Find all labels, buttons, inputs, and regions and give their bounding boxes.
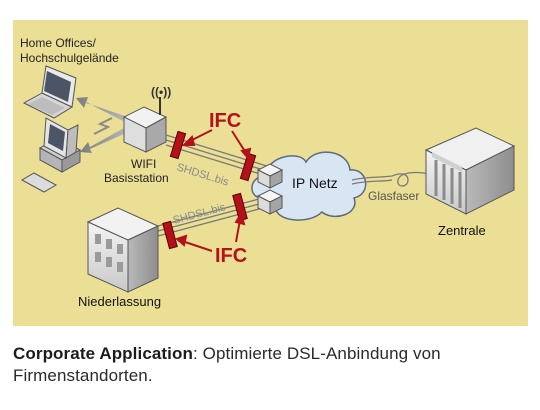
wifi-base-station <box>122 97 168 153</box>
shdsl-link-bottom <box>157 195 271 237</box>
figure-caption: Corporate Application: Optimierte DSL-An… <box>13 343 528 387</box>
wifi-label: WIFI <box>131 157 156 171</box>
niederlassung-label: Niederlassung <box>78 294 161 309</box>
dsl-modem-top <box>256 163 284 189</box>
headquarters-building <box>424 127 516 215</box>
wireless-arrows <box>76 97 126 153</box>
ip-netz-label: IP Netz <box>292 175 338 191</box>
caption-text: : Optimierte DSL-Anbindung von Firmensta… <box>13 344 441 385</box>
caption-title: Corporate Application <box>13 344 193 363</box>
antenna-signal-icon: ((•)) <box>151 85 171 99</box>
zentrale-label: Zentrale <box>438 223 486 238</box>
ifc-label-bottom: IFC <box>215 245 247 267</box>
home-offices-label: Home Offices/ <box>20 36 96 50</box>
basisstation-label: Basisstation <box>104 171 169 185</box>
ifc-device-top-right <box>239 152 257 182</box>
ifc-arrows-bottom <box>175 211 246 252</box>
glasfaser-label: Glasfaser <box>368 189 419 203</box>
branch-building <box>86 207 160 293</box>
laptop-icon <box>22 65 77 119</box>
ifc-device-top-left <box>169 130 187 160</box>
ifc-arrows-top <box>181 129 252 161</box>
ifc-device-bottom-left <box>162 220 178 250</box>
desktop-pc-icon <box>20 117 82 193</box>
dsl-modem-bottom <box>256 189 284 215</box>
hochschulgelaende-label: Hochschulgelände <box>20 51 119 65</box>
glasfaser-link <box>351 171 441 187</box>
ifc-label-top: IFC <box>209 110 241 132</box>
